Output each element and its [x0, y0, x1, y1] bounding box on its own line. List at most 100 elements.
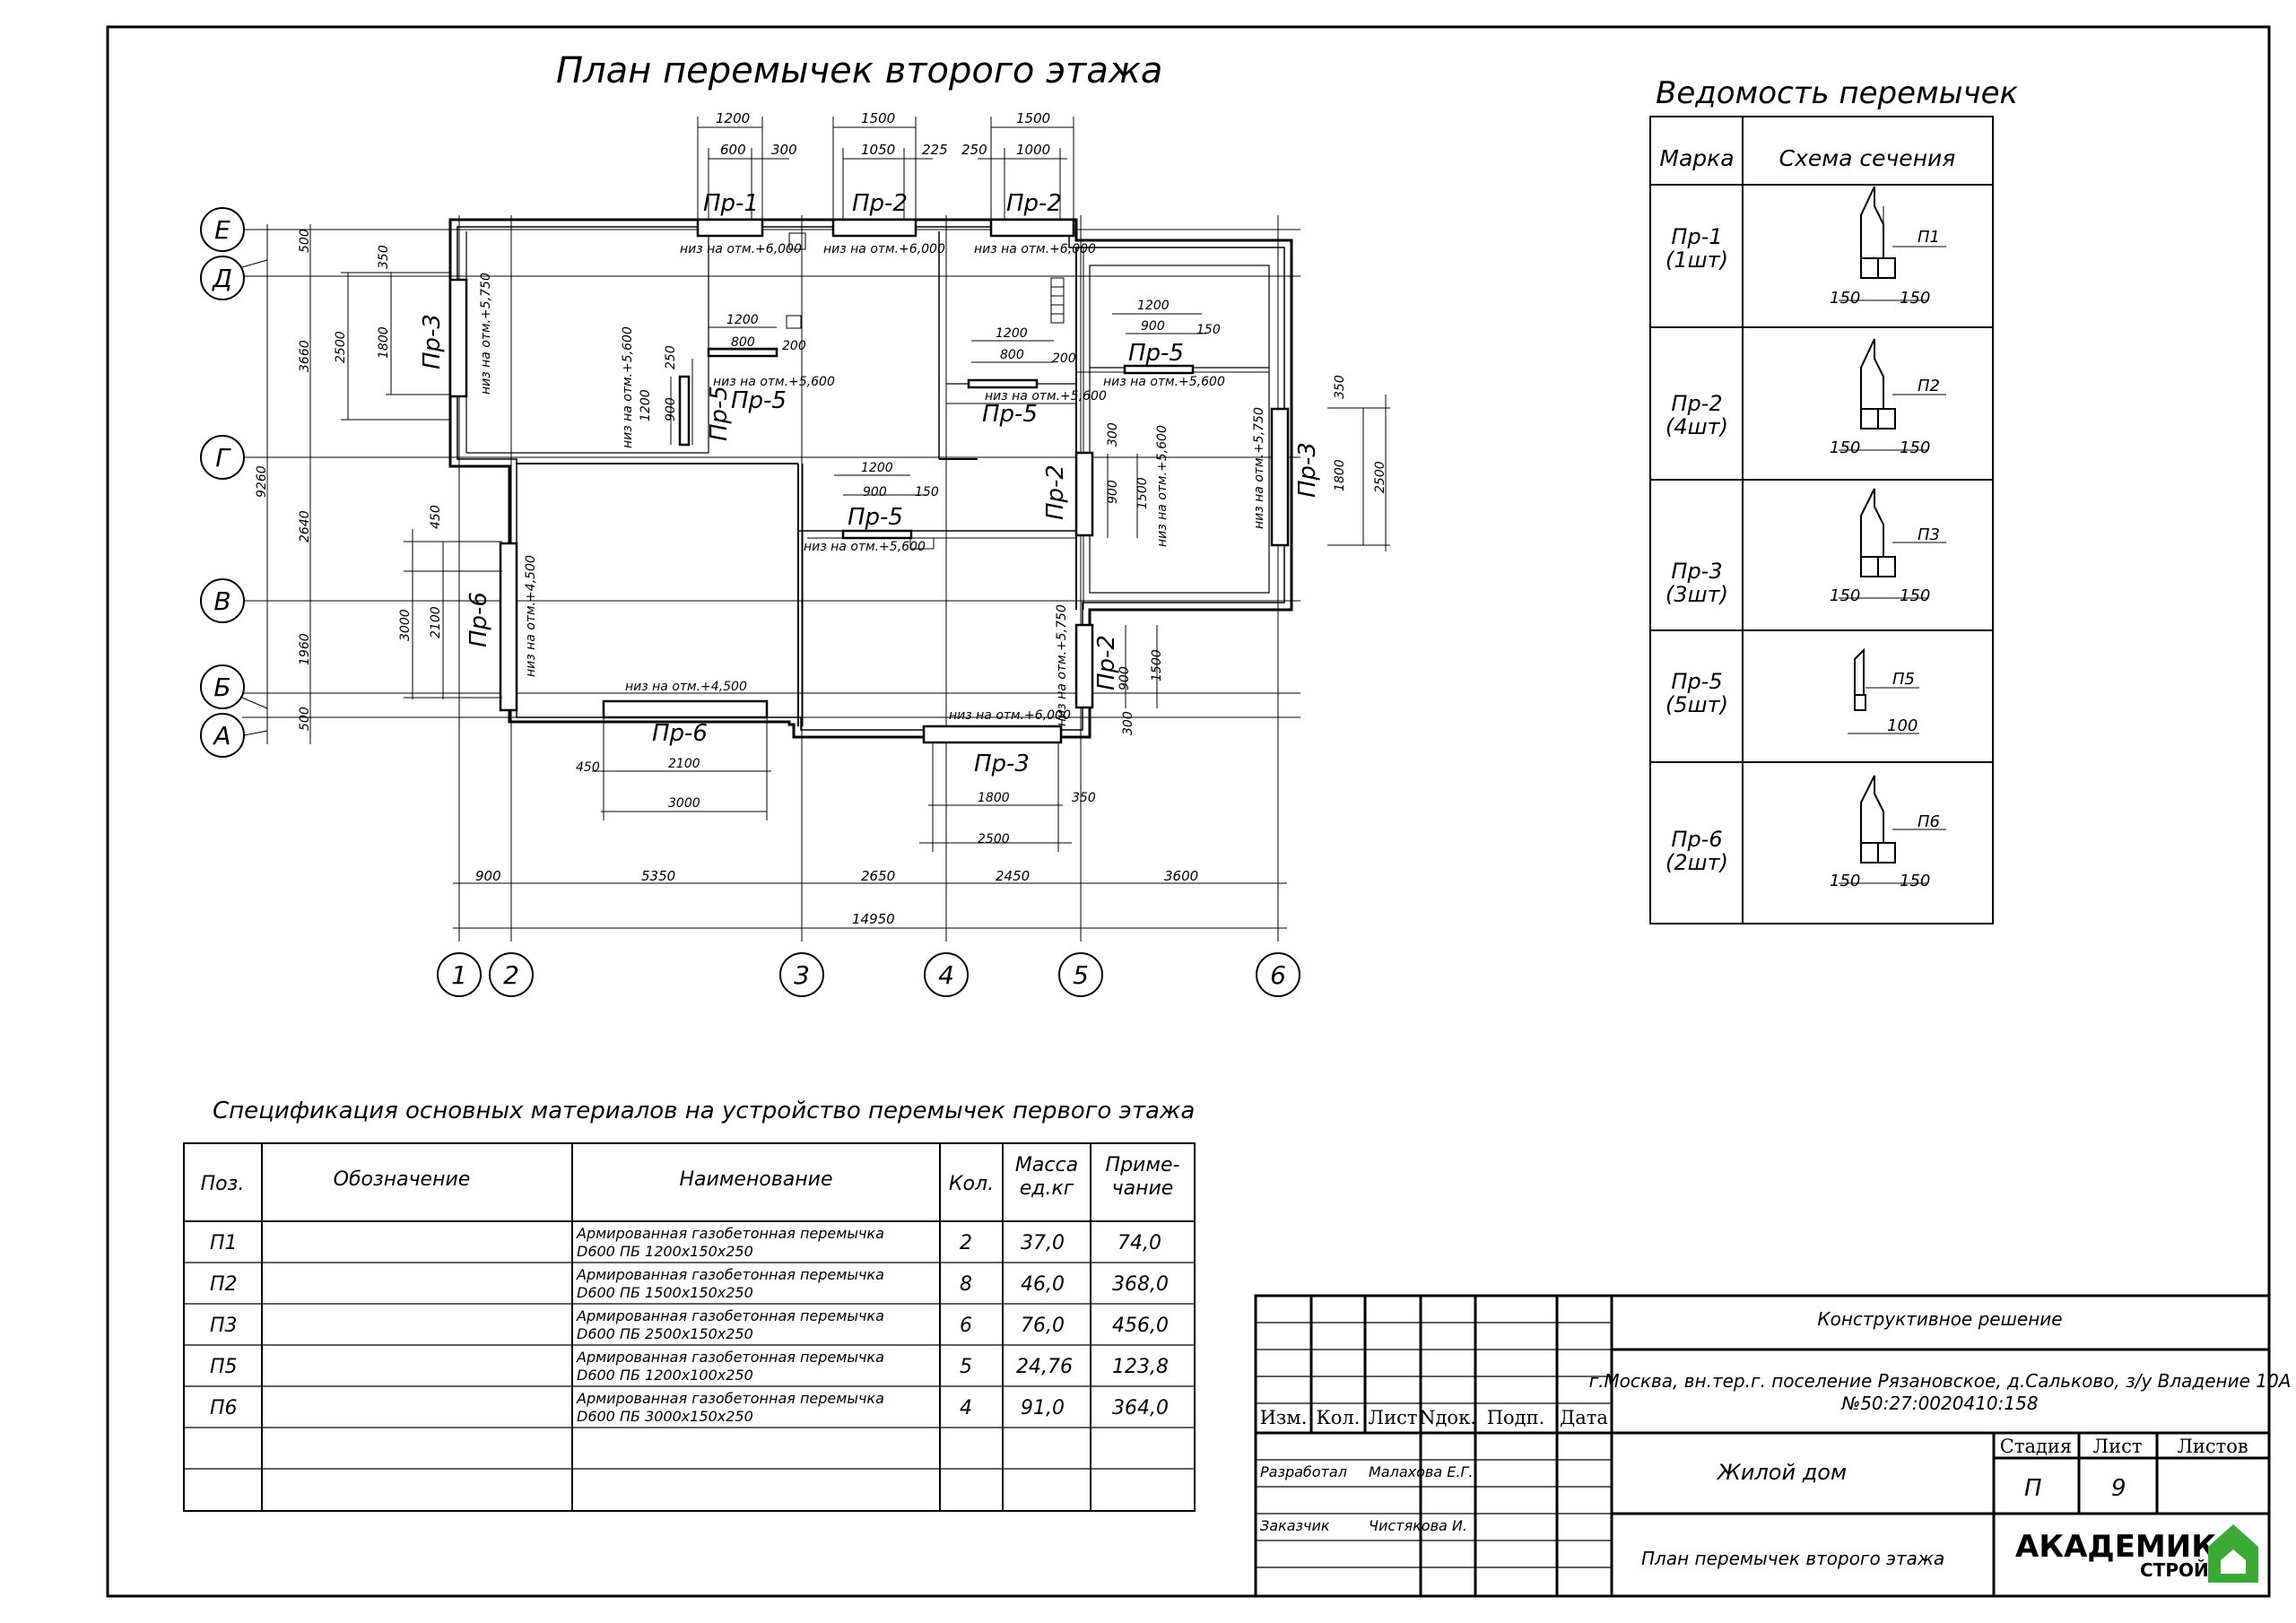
spec-header-pos: Поз.: [201, 1173, 245, 1195]
spec-header-name: Наименование: [680, 1168, 833, 1191]
dim-600-top: 600: [720, 142, 746, 158]
dim-f1800: 1800: [1333, 459, 1347, 491]
spec-qty-3: 6: [960, 1315, 972, 1337]
left-dimension-values: 500 3660 2640 1960 500 9260 2500 1800 35…: [255, 229, 443, 731]
note-5600-vertical: низ на отм.+5,600: [621, 326, 635, 448]
schedule-header-section: Схема сечения: [1779, 145, 1956, 171]
spec-mass-5: 91,0: [1021, 1397, 1065, 1419]
dim-r150: 150: [1196, 323, 1221, 337]
spec-qty-1: 2: [960, 1232, 972, 1254]
section-sketches: [1839, 186, 1946, 884]
note-4500-bottom: низ на отм.+4,500: [625, 680, 747, 694]
lintel-label-pr5-c: Пр-5: [1128, 340, 1184, 367]
section-left-6: 150: [1830, 872, 1860, 890]
note-left-5750: низ на отм.+5,750: [479, 273, 493, 395]
dim-1200-top: 1200: [716, 110, 750, 126]
title-block-thin-lines: [1256, 1322, 1612, 1568]
spec-grid: [183, 1142, 1196, 1512]
spec-name2-2: D600 ПБ 1500х150х250: [577, 1284, 753, 1301]
dim-s1200: 1200: [639, 389, 653, 421]
schedule-mark-2: Пр-2: [1671, 391, 1722, 416]
note-4500-vertical: низ на отм.+4,500: [524, 555, 538, 677]
lintel-label-pr5-d: Пр-5: [848, 504, 903, 531]
schedule-mark-3: Пр-3: [1671, 559, 1722, 584]
dim-v-b: 1960: [298, 633, 312, 665]
axis-label-v: В: [213, 586, 230, 616]
section-left-3: 150: [1830, 586, 1860, 605]
schedule-qty-3: (3шт): [1665, 582, 1728, 607]
schedule-mark-1: Пр-1: [1671, 224, 1722, 249]
inner-dimension-lines: [592, 313, 1390, 852]
spec-name1-1: Армированная газобетонная перемычка: [576, 1225, 884, 1242]
lintel-label-pr6-left: Пр-6: [465, 592, 492, 647]
spec-name2-4: D600 ПБ 1200х100х250: [577, 1367, 753, 1384]
section-right-6: 150: [1900, 872, 1930, 890]
dim-pr3-1800: 1800: [377, 326, 391, 359]
spec-note-2: 368,0: [1112, 1273, 1169, 1296]
tb-header-ndok: Nдок.: [1419, 1407, 1476, 1428]
dim-1050-top: 1050: [861, 142, 895, 158]
elevation-notes: низ на отм.+6,000 низ на отм.+6,000 низ …: [479, 242, 1266, 726]
spec-qty-5: 4: [960, 1397, 972, 1419]
title-block: Изм. Кол. Лист Nдок. Подп. Дата Стадия Л…: [1254, 1294, 2292, 1598]
spec-pos-2: П2: [210, 1273, 238, 1296]
dim-g-v: 2640: [298, 510, 312, 542]
dim-i450: 450: [576, 760, 600, 775]
dim-300-top: 300: [771, 142, 797, 158]
top-dimension-lines: [697, 117, 1074, 220]
schedule-header-mark: Марка: [1659, 145, 1734, 171]
dim-225-top: 225: [922, 142, 948, 158]
sheet-frame: [106, 25, 2271, 1598]
tb-sheet-label: Лист: [2093, 1436, 2143, 1457]
tb-sheets-label: Листов: [2177, 1436, 2248, 1457]
spec-note-1: 74,0: [1118, 1232, 1161, 1254]
spec-name2-5: D600 ПБ 3000х150х250: [577, 1408, 753, 1425]
schedule-marks: Пр-1 (1шт) Пр-2 (4шт) Пр-3 (3шт) Пр-5 (5…: [1665, 224, 1728, 875]
note-5750-bottom: низ на отм.+5,750: [1055, 604, 1069, 726]
tb-header-podp: Подп.: [1487, 1407, 1545, 1428]
dim-i3000: 3000: [668, 796, 700, 811]
spec-row: П5 Армированная газобетонная перемычка D…: [210, 1349, 1169, 1384]
dim-d-e: 500: [298, 229, 312, 253]
schedule-mark-5: Пр-6: [1671, 827, 1722, 852]
dim-e1500: 1500: [1135, 477, 1150, 509]
dim-overall-9260: 9260: [255, 465, 269, 498]
section-beam-6: П6: [1918, 812, 1940, 831]
spec-pos-1: П1: [210, 1232, 238, 1254]
dim-c1200: 1200: [861, 461, 893, 475]
section-sketch-2: [1839, 338, 1946, 451]
section-labels: П1 150 150 П2 150 150 П3 150 150 П5 100 …: [1830, 228, 1940, 890]
tb-header-data: Дата: [1560, 1407, 1608, 1428]
spec-pos-3: П3: [210, 1315, 238, 1337]
tb-sheet-value: 9: [2111, 1475, 2126, 1502]
lintel-label-pr2-low: Пр-2: [1093, 635, 1120, 690]
axis-column-labels: 1 2 3 4 5 6: [451, 960, 1286, 990]
lintel-label-pr5-a: Пр-5: [731, 387, 787, 414]
axis-label-g: Г: [215, 443, 231, 473]
axis-bubbles-columns: [437, 952, 1300, 997]
spec-name1-5: Армированная газобетонная перемычка: [576, 1390, 884, 1407]
spec-row: П6 Армированная газобетонная перемычка D…: [210, 1390, 1169, 1425]
tb-address-1: г.Москва, вн.тер.г. поселение Рязановско…: [1589, 1370, 2292, 1392]
dim-f2500: 2500: [1373, 461, 1387, 493]
note-5600-d: низ на отм.+5,600: [804, 540, 926, 554]
title-block-grid: [1254, 1294, 2271, 1598]
spec-mass-4: 24,76: [1016, 1356, 1073, 1378]
dim-c150: 150: [915, 485, 939, 499]
dim-1000-top: 1000: [1016, 142, 1050, 158]
dim-f350: 350: [1333, 375, 1347, 399]
spec-header-qty: Кол.: [949, 1173, 994, 1195]
axis-row-labels: Е Д Г В Б А: [211, 215, 232, 751]
lintel-label-pr3-left: Пр-3: [419, 314, 446, 369]
tb-stage-value: П: [2024, 1475, 2042, 1502]
lintel-label-pr3-right: Пр-3: [1294, 442, 1321, 498]
spec-header-mass-1: Масса: [1015, 1154, 1078, 1176]
schedule-grid: [1649, 116, 1994, 924]
section-sketch-3: [1839, 488, 1946, 599]
tb-header-list: Лист: [1369, 1407, 1418, 1428]
tb-object: Жилой дом: [1716, 1460, 1847, 1485]
dim-r900: 900: [1141, 319, 1165, 334]
lintel-label-pr2-top: Пр-2: [852, 190, 908, 217]
spec-mass-1: 37,0: [1021, 1232, 1065, 1254]
